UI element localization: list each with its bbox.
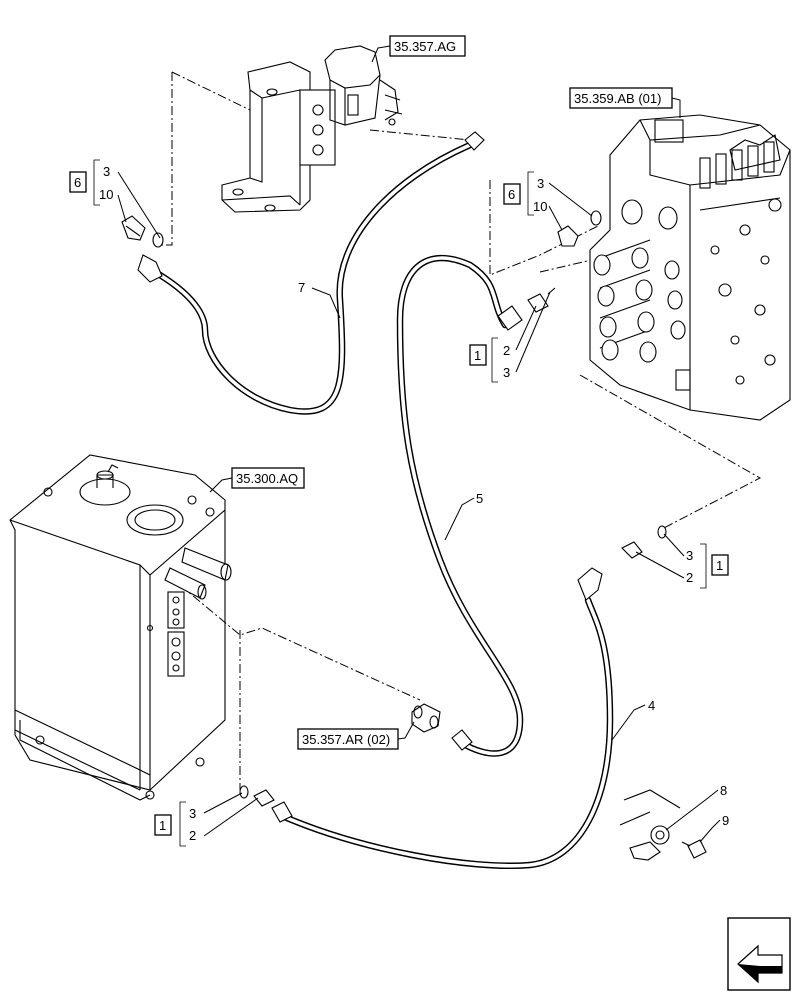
ref-return-block-label: 35.357.AR (02) — [302, 732, 390, 747]
ref-aux-valve[interactable]: 35.357.AG — [371, 35, 466, 63]
tank-port-plate — [146, 591, 185, 677]
tank-filler-cap — [79, 464, 131, 506]
hose-4 — [271, 567, 614, 869]
group-box-number: 6 — [508, 187, 515, 202]
group-item-label: 3 — [189, 806, 196, 821]
auxiliary-valve-bracket — [221, 45, 403, 213]
callout-number: 4 — [648, 698, 655, 713]
fittings-right-middle — [621, 525, 667, 559]
group-item-label: 10 — [99, 187, 113, 202]
hydraulic-tank — [9, 454, 232, 801]
callout-number: 8 — [720, 783, 727, 798]
group-item-label: 3 — [503, 365, 510, 380]
ref-tank-label: 35.300.AQ — [236, 471, 298, 486]
callout-hose-5: 5 — [444, 491, 483, 541]
ref-aux-valve-label: 35.357.AG — [394, 39, 456, 54]
group-item-label: 3 — [537, 176, 544, 191]
tank-breather-pipes — [164, 547, 232, 600]
assembly-centerlines — [160, 71, 762, 790]
main-control-valve — [589, 114, 791, 421]
group-item-label: 2 — [686, 570, 693, 585]
elbow-fittings-middle — [527, 287, 556, 313]
callout-clamp-8: 8 — [665, 783, 727, 831]
group-item-label: 3 — [686, 548, 693, 563]
ref-return-block[interactable]: 35.357.AR (02) — [297, 721, 415, 750]
hose-5 — [396, 254, 524, 757]
callout-hose-4: 4 — [611, 698, 655, 741]
callout-bolt-9: 9 — [699, 813, 729, 843]
group-box-number: 1 — [159, 818, 166, 833]
group-callout-right: 1 3 2 — [635, 533, 729, 589]
ref-control-valve-label: 35.359.AB (01) — [574, 91, 661, 106]
group-item-label: 10 — [533, 199, 547, 214]
group-box-number: 6 — [74, 175, 81, 190]
group-box-number: 1 — [716, 558, 723, 573]
clamp-part-8 — [619, 789, 681, 861]
valve-spool-ends — [593, 199, 686, 363]
group-callout-top-right: 6 3 10 — [503, 171, 593, 231]
hose-7 — [137, 131, 485, 415]
fittings-top-right — [557, 210, 602, 247]
group-item-label: 2 — [189, 828, 196, 843]
bolt-part-9 — [681, 839, 707, 859]
previous-page-arrow-icon[interactable] — [727, 917, 791, 991]
group-callout-bottom-left: 1 3 2 — [154, 792, 259, 847]
group-box-number: 1 — [474, 348, 481, 363]
ref-tank[interactable]: 35.300.AQ — [209, 467, 305, 493]
return-block-fitting — [411, 703, 441, 733]
group-callout-top-left: 6 3 10 — [69, 159, 161, 239]
group-item-label: 2 — [503, 343, 510, 358]
fittings-bottom-left — [239, 785, 275, 807]
valve-top-fittings — [699, 141, 775, 189]
fittings-top-left — [121, 215, 164, 248]
group-callout-middle: 1 2 3 — [469, 291, 551, 383]
callout-number: 7 — [298, 280, 305, 295]
ref-control-valve[interactable]: 35.359.AB (01) — [569, 87, 681, 118]
group-item-label: 3 — [103, 164, 110, 179]
callout-hose-7: 7 — [298, 280, 341, 319]
callout-number: 9 — [722, 813, 729, 828]
callout-number: 5 — [476, 491, 483, 506]
